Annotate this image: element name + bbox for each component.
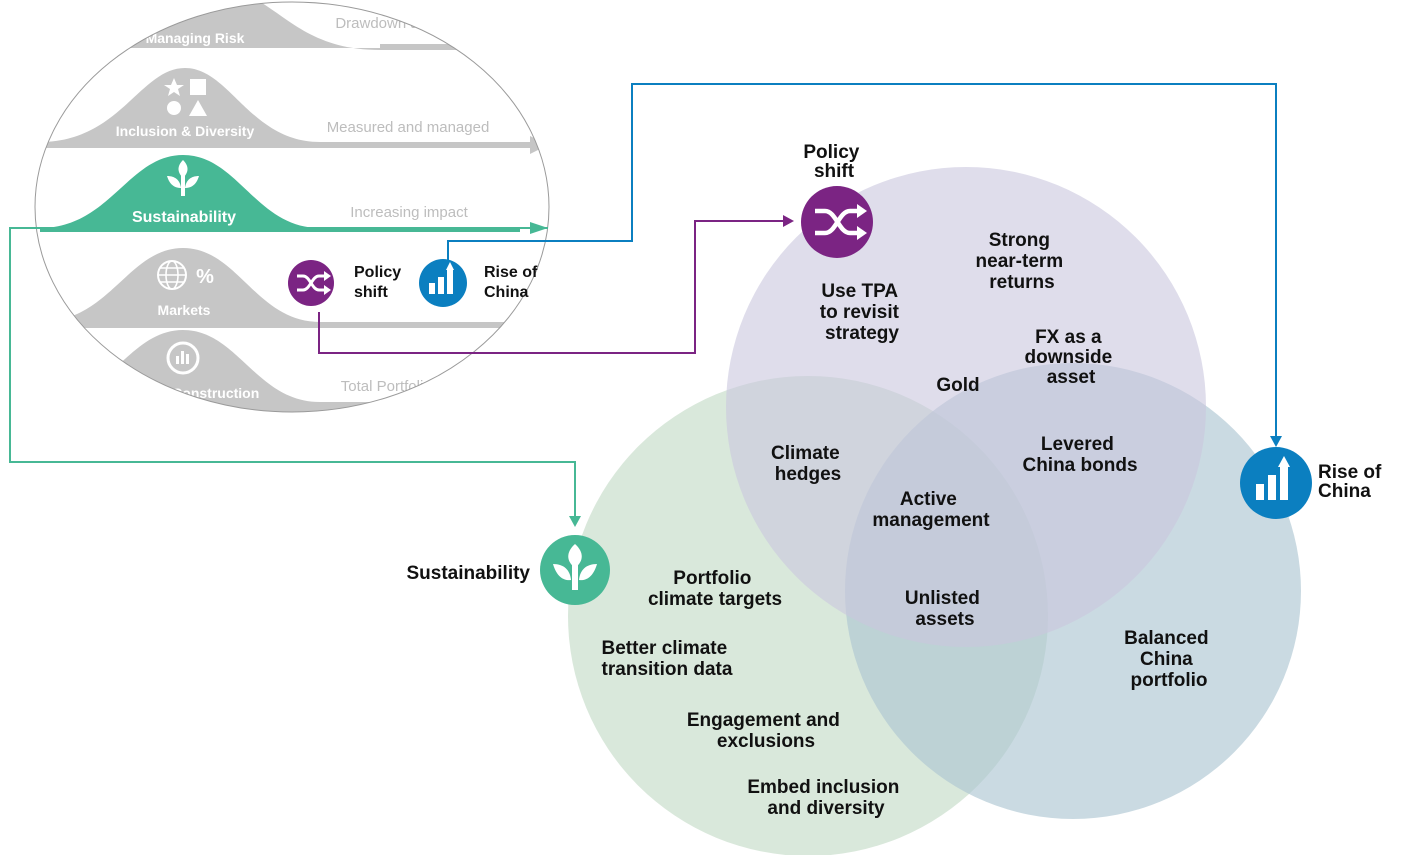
inset-rise-of-china-label: Rise of China xyxy=(484,264,542,301)
venn-label-fx-downside-asset: FX as a downside asset xyxy=(1025,327,1118,388)
theme-sustainability-label: Sustainability xyxy=(406,563,530,584)
venn-label-better-climate-transition-data: Better climate transition data xyxy=(602,638,733,680)
venn-label-climate-hedges: Climate hedges xyxy=(771,443,845,485)
seedling-icon xyxy=(167,160,199,196)
inset-rise-of-china: Rise of China xyxy=(419,259,542,307)
seedling-icon xyxy=(540,535,610,605)
lane-description: Total Portfolio Approach xyxy=(341,378,499,395)
venn-label-use-tpa: Use TPA to revisit strategy xyxy=(820,281,904,344)
venn-label-embed-inclusion-diversity: Embed inclusion and diversity xyxy=(747,777,904,819)
theme-policy-shift: Policy shift xyxy=(801,142,873,258)
shuffle-icon xyxy=(801,186,873,258)
lane-description: Drawdown and path dependency xyxy=(335,15,555,32)
venn-label-engagement-exclusions: Engagement and exclusions xyxy=(687,710,845,752)
connector-policy-shift xyxy=(318,220,783,354)
lane-description: Increasing impact xyxy=(350,204,468,221)
globe-percent-icon: % xyxy=(157,260,214,290)
lane-inclusion-diversity: Inclusion & Diversity Measured and manag… xyxy=(40,68,548,154)
shapes-icon xyxy=(164,78,207,116)
venn-label-active-management: Active management xyxy=(872,489,990,531)
bar-growth-icon xyxy=(419,259,467,307)
theme-policy-shift-label: Policy shift xyxy=(803,142,864,182)
lane-description: Measured and managed xyxy=(327,119,490,136)
venn-labels: Strong near-term returns Use TPA to revi… xyxy=(602,230,1214,819)
venn-circle-policy-shift xyxy=(726,167,1206,647)
lane-markets: % Markets xyxy=(40,248,548,334)
bar-growth-icon xyxy=(1240,447,1312,519)
connector-rise-of-china xyxy=(447,83,1277,436)
shuffle-icon xyxy=(288,260,334,306)
venn-label-gold: Gold xyxy=(936,375,979,396)
inset-policy-shift: Policy shift xyxy=(288,260,406,306)
theme-sustainability: Sustainability xyxy=(406,535,610,605)
theme-rise-of-china-label: Rise of China xyxy=(1318,462,1387,502)
venn-label-strong-near-term-returns: Strong near-term returns xyxy=(976,230,1069,293)
lane-title: Managing Risk xyxy=(146,30,245,46)
inset-outline xyxy=(34,1,550,413)
lane-title: Markets xyxy=(158,302,211,318)
connector-arrowheads xyxy=(530,215,1282,527)
venn-diagram xyxy=(568,167,1301,855)
venn-label-levered-china-bonds: Levered China bonds xyxy=(1022,434,1137,476)
venn-label-unlisted-assets: Unlisted assets xyxy=(905,588,985,630)
inset-lanes-panel: Managing Risk Drawdown and path dependen… xyxy=(34,1,555,413)
lane-title: Inclusion & Diversity xyxy=(116,123,255,139)
connectors xyxy=(9,83,1277,516)
venn-label-portfolio-climate-targets: Portfolio climate targets xyxy=(648,568,782,610)
theme-rise-of-china: Rise of China xyxy=(1240,447,1387,519)
pie-chart-icon xyxy=(166,341,200,375)
connector-sustainability xyxy=(9,227,576,516)
lane-sustainability: Sustainability Increasing impact xyxy=(40,155,520,232)
lane-title: Sustainability xyxy=(132,209,236,226)
svg-text:%: % xyxy=(196,266,214,288)
venn-label-balanced-china-portfolio: Balanced China portfolio xyxy=(1124,628,1214,691)
inset-policy-shift-label: Policy shift xyxy=(354,264,406,301)
